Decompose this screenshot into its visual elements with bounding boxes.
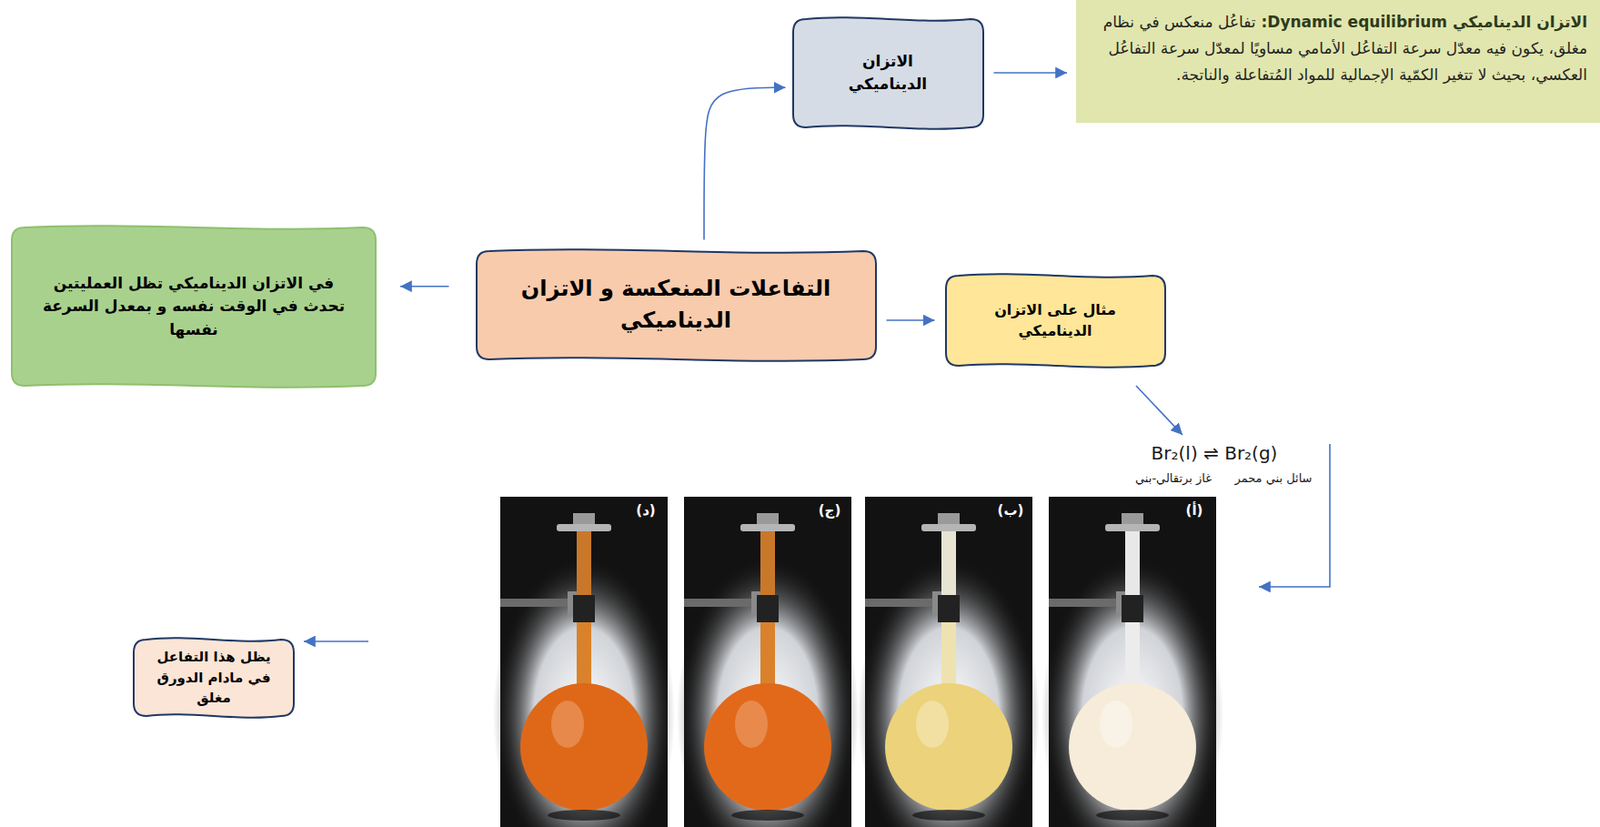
node-text: الاتزان الديناميكي [825, 50, 951, 95]
flask-neck [1125, 531, 1140, 595]
connector-arrow [994, 71, 1068, 74]
flask-neck [941, 531, 956, 595]
flask-bulb [885, 683, 1013, 811]
node-text: في الاتزان الديناميكي تظل العمليتين تحدث… [37, 271, 351, 343]
stopcock [1121, 513, 1144, 526]
light-glow [1041, 555, 1224, 827]
topic-box: الاتزان الديناميكي [791, 11, 986, 135]
node-content: يظل هذا التفاعل في مادام الدورق مغلق [148, 646, 280, 709]
stopcock [937, 513, 960, 526]
photo-letter: (أ) [1186, 502, 1204, 519]
clamp-arm [684, 598, 761, 607]
glass-highlight [1099, 700, 1133, 748]
state-label: سائل بني محمر [1234, 471, 1312, 485]
term-heading: الاتزان الديناميكي Dynamic equilibrium: [1260, 12, 1588, 31]
node-outline [133, 637, 294, 717]
node-text: التفاعلات المنعكسة و الاتزان الديناميكي [511, 272, 842, 337]
light-glow [857, 555, 1040, 827]
flask-bulb [704, 683, 832, 811]
flask-shadow [1096, 809, 1169, 821]
leader-arrow [303, 640, 369, 643]
clamp-arm [1048, 598, 1126, 607]
node-outline [1076, 0, 1600, 123]
leader-arrow [1136, 385, 1183, 435]
node-content: التفاعلات المنعكسة و الاتزان الديناميكي [511, 272, 842, 337]
light-glow [676, 555, 859, 827]
photo-letter: (ج) [818, 502, 842, 519]
node-content: في الاتزان الديناميكي تظل العمليتين تحدث… [37, 271, 351, 343]
connector-arrow [400, 285, 450, 288]
node-text: مثال على الاتزان الديناميكي [971, 299, 1140, 342]
light-glow [493, 555, 675, 827]
connector-arrow [886, 319, 936, 322]
glass-joint [573, 594, 595, 623]
wavy-outline [944, 268, 1168, 373]
photo-letter: (ب) [997, 502, 1025, 519]
leader-arrow [1258, 443, 1330, 587]
example-box: مثال على الاتزان الديناميكي [944, 268, 1168, 373]
flask-photo [493, 496, 675, 827]
flask-neck [576, 531, 592, 595]
stopcock-handle [921, 523, 977, 532]
note-box: يظل هذا التفاعل في مادام الدورق مغلق [131, 632, 296, 724]
stopcock [756, 513, 779, 526]
clamp-arm [865, 598, 942, 607]
node-outline [945, 273, 1166, 367]
flask-photo [1041, 496, 1224, 827]
flask-photo [857, 496, 1040, 827]
glass-joint [937, 594, 960, 623]
note-box: في الاتزان الديناميكي تظل العمليتين تحدث… [10, 220, 378, 393]
glass-joint [756, 594, 779, 623]
flask-shadow [912, 809, 986, 821]
node-text: يظل هذا التفاعل في مادام الدورق مغلق [148, 646, 280, 709]
flask-shadow [731, 809, 805, 821]
node-content: الاتزان الديناميكي [825, 50, 951, 95]
glass-highlight [734, 700, 768, 748]
flask-bulb [520, 683, 648, 811]
central-topic: التفاعلات المنعكسة و الاتزان الديناميكي [474, 243, 878, 367]
node-content: الاتزان الديناميكي Dynamic equilibrium:ت… [1088, 9, 1588, 89]
flask-shadow [547, 809, 621, 821]
node-outline [793, 17, 984, 129]
glass-highlight [551, 700, 584, 748]
node-content: مثال على الاتزان الديناميكي [971, 299, 1140, 342]
clamp-arm [500, 598, 577, 607]
chemical-equation: Br₂(l) ⇌ Br₂(g) [1151, 442, 1278, 464]
definition-panel: الاتزان الديناميكي Dynamic equilibrium:ت… [1076, 0, 1600, 123]
wavy-outline [791, 11, 986, 135]
flask-photo [676, 496, 859, 827]
flask-neck [760, 531, 775, 595]
connector-arrow [704, 87, 785, 240]
photo-letter: (د) [635, 502, 655, 519]
glass-joint [1121, 594, 1144, 623]
node-outline [11, 225, 376, 387]
state-label: غاز برتقالي-بني [1135, 471, 1212, 485]
stopcock-handle [1105, 523, 1160, 532]
stopcock [573, 513, 595, 526]
stopcock-handle [556, 523, 612, 532]
node-outline [476, 249, 876, 361]
glass-highlight [915, 700, 949, 748]
stopcock-handle [740, 523, 795, 532]
wavy-outline [474, 243, 878, 367]
flask-bulb [1068, 683, 1197, 811]
